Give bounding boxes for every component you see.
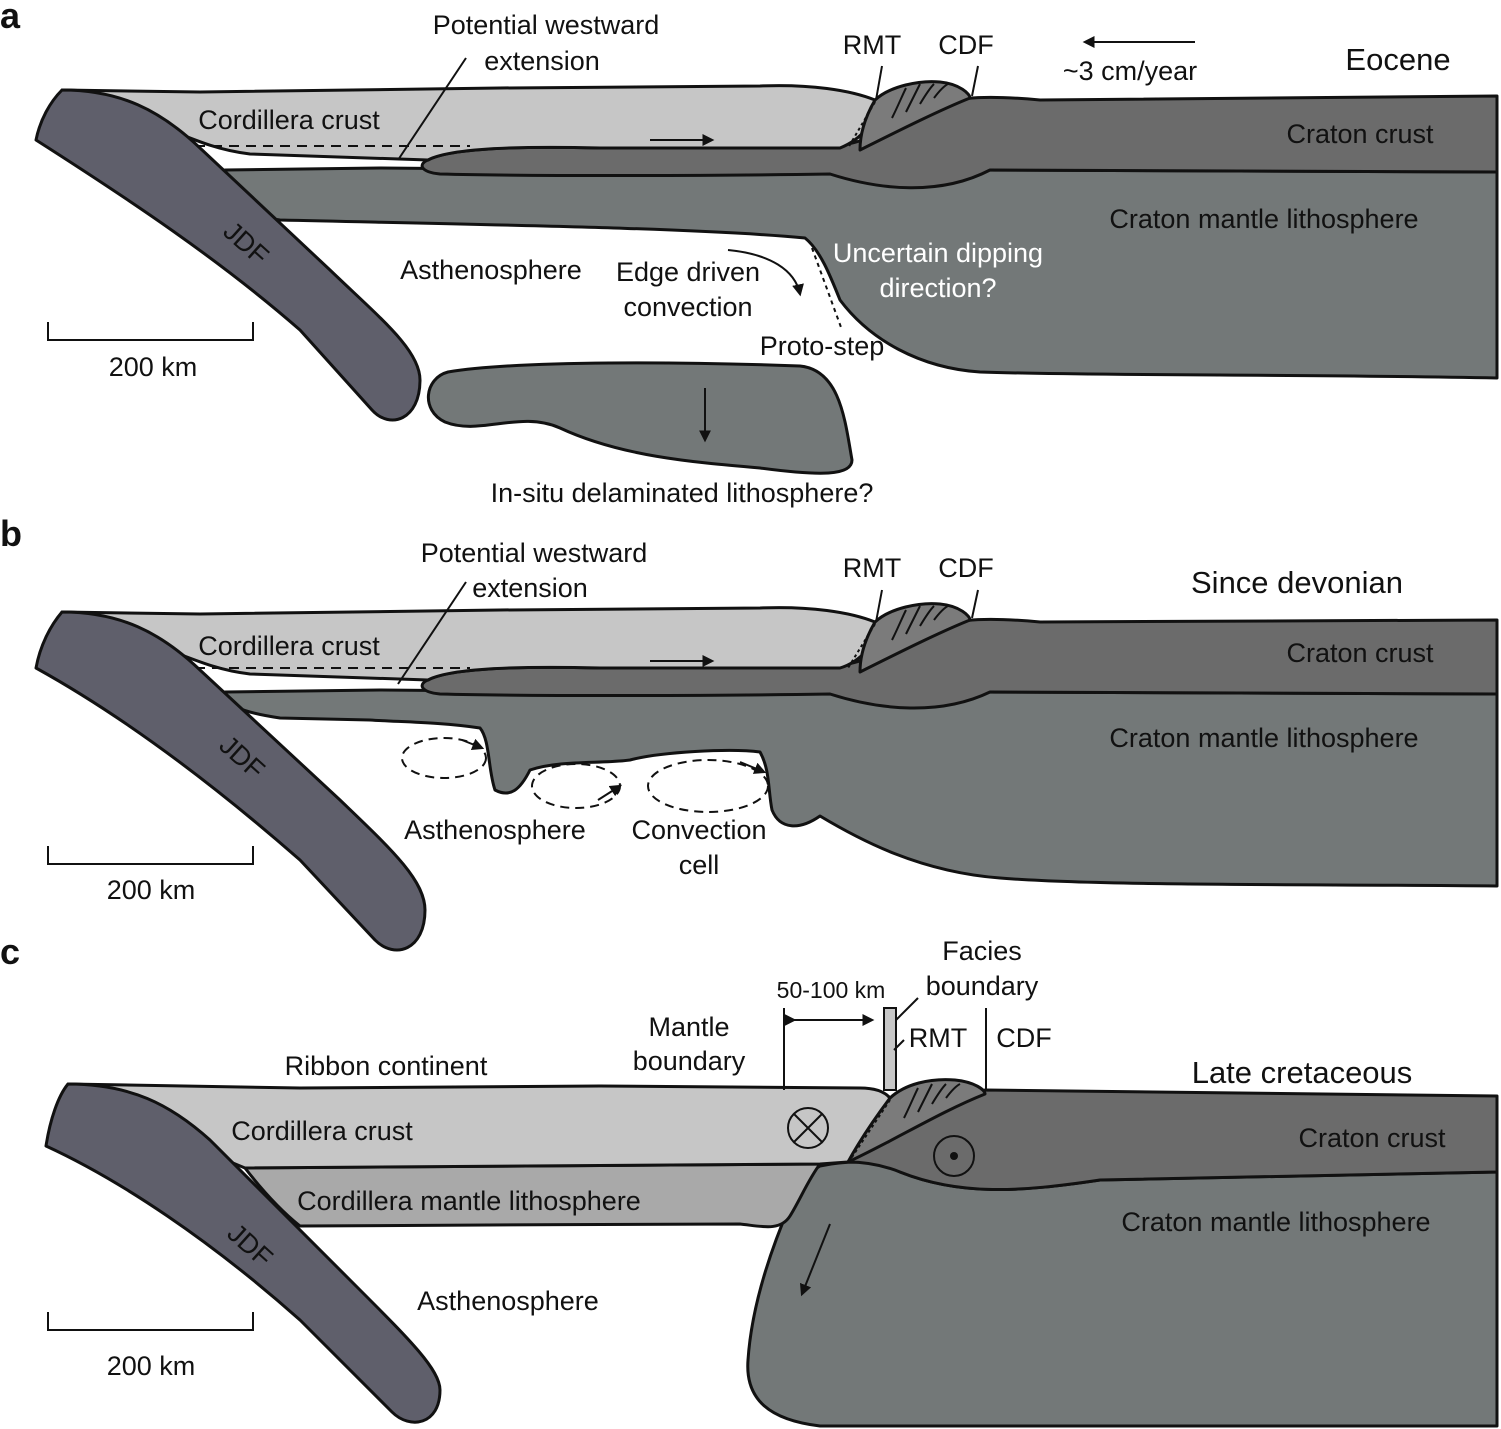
age-label-c: Late cretaceous [1192, 1055, 1413, 1090]
craton-mantle-lithosphere-c [746, 1160, 1499, 1428]
craton-crust-label-a: Craton crust [1286, 119, 1434, 149]
cdf-label-b: CDF [938, 553, 994, 583]
cordillera-crust-a [60, 84, 878, 162]
cdf-leader-b [971, 589, 979, 619]
into-page-symbol-c [787, 1107, 829, 1149]
rmt-label-b: RMT [843, 553, 901, 583]
uncertain-line1-a: Uncertain dipping [833, 238, 1043, 268]
asthenosphere-label-a: Asthenosphere [400, 255, 582, 285]
uncertain-line2-a: direction? [879, 273, 996, 303]
rmt-fault-trace-a [847, 101, 876, 149]
accreted-wedge-a [858, 80, 972, 152]
asthenosphere-label-b: Asthenosphere [404, 815, 586, 845]
cordillera-crust-label-b: Cordillera crust [198, 631, 380, 661]
cdf-label-a: CDF [938, 30, 994, 60]
scale-label-b: 200 km [107, 875, 196, 905]
age-label-b: Since devonian [1191, 565, 1403, 600]
scale-bar-c [47, 1312, 254, 1331]
mantle-descent-arrow-c [799, 1223, 831, 1297]
convection-label-line2-b: cell [679, 850, 720, 880]
asthenosphere-label-c: Asthenosphere [417, 1286, 599, 1316]
wedge-foliation-c [903, 1083, 961, 1119]
cordillera-mantle-label-c: Cordillera mantle lithosphere [297, 1186, 641, 1216]
mantle-boundary-line1-c: Mantle [648, 1012, 729, 1042]
extension-label-line1-a: Potential westward [433, 10, 660, 40]
jdf-slab-a [34, 88, 422, 422]
panel-c: c [0, 931, 1499, 1428]
ribbon-label-c: Ribbon continent [285, 1051, 488, 1081]
extension-label-line2-b: extension [472, 573, 588, 603]
scale-bar-b [47, 846, 254, 865]
rmt-label-c: RMT [909, 1023, 967, 1053]
craton-mantle-label-a: Craton mantle lithosphere [1109, 204, 1418, 234]
edge-driven-line1-a: Edge driven [616, 257, 760, 287]
extension-label-line1-b: Potential westward [421, 538, 648, 568]
craton-mantle-lithosphere-a [223, 166, 1499, 380]
jdf-slab-b [34, 610, 427, 952]
convection-cells-b [401, 737, 769, 813]
craton-mantle-label-c: Craton mantle lithosphere [1121, 1207, 1430, 1237]
delaminated-lithosphere [427, 361, 854, 475]
craton-crust-label-b: Craton crust [1286, 638, 1434, 668]
facies-leader-c [895, 997, 919, 1021]
rmt-fault-trace-c [849, 1099, 891, 1161]
edge-convection-arrow-a [727, 249, 804, 297]
panel-c-letter: c [0, 931, 20, 972]
rmt-fault-trace-b [847, 623, 876, 669]
delaminated-label-a: In-situ delaminated lithosphere? [491, 478, 874, 508]
proto-step-trace-a [811, 247, 843, 331]
scale-label-c: 200 km [107, 1351, 196, 1381]
craton-mantle-lithosphere-b [223, 688, 1499, 888]
panel-a: a Potential westward extension RMT CDF [0, 0, 1499, 508]
proto-step-label-a: Proto-step [760, 331, 885, 361]
cordillera-crust-label-a: Cordillera crust [198, 105, 380, 135]
facies-line2-c: boundary [926, 971, 1039, 1001]
wedge-foliation-b [891, 605, 949, 641]
edge-driven-line2-a: convection [623, 292, 752, 322]
out-of-page-symbol-c [933, 1135, 975, 1177]
scale-label-a: 200 km [109, 352, 198, 382]
rmt-leader-b [875, 589, 883, 623]
accreted-wedge-c [846, 1078, 987, 1164]
rmt-label-a: RMT [843, 30, 901, 60]
extension-label-line2-a: extension [484, 46, 600, 76]
convection-label-line1-b: Convection [631, 815, 766, 845]
distance-label-c: 50-100 km [777, 977, 886, 1003]
extension-leader-line-b [397, 581, 467, 685]
scale-bar-a [47, 322, 254, 341]
facies-line1-c: Facies [942, 936, 1022, 966]
craton-crust-label-c: Craton crust [1298, 1123, 1446, 1153]
panel-a-letter: a [0, 0, 21, 36]
cordillera-mantle-lithosphere-c [243, 1162, 822, 1229]
mantle-boundary-line2-c: boundary [633, 1046, 746, 1076]
rmt-leader-a [875, 65, 883, 101]
panel-b: b Potential westward extension [0, 513, 1499, 952]
panel-b-letter: b [0, 513, 22, 554]
extension-leader-line-a [397, 57, 467, 161]
age-label-a: Eocene [1345, 42, 1450, 77]
cordillera-crust-label-c: Cordillera crust [231, 1116, 413, 1146]
jdf-slab-c [44, 1082, 442, 1424]
velocity-label-a: ~3 cm/year [1063, 56, 1197, 86]
craton-mantle-label-b: Craton mantle lithosphere [1109, 723, 1418, 753]
rmt-leader-c [893, 1039, 905, 1051]
cdf-label-c: CDF [996, 1023, 1052, 1053]
cdf-leader-a [971, 65, 979, 97]
wedge-foliation-a [891, 83, 949, 119]
accreted-wedge-b [858, 602, 972, 674]
